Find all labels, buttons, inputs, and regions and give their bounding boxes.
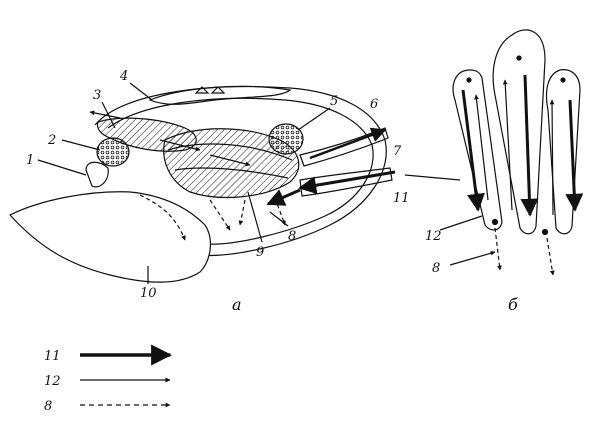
thin-arrow [209,154,251,167]
filament-middle [492,29,546,235]
filament-dot [560,77,566,83]
filament-dot [466,77,472,83]
legend-label-thick: 11 [44,349,61,364]
label-11: 11 [393,191,410,206]
panel-a-bivalve [9,82,396,284]
thin-flow-arrow [474,94,489,201]
food-path-dashed [274,197,286,226]
panel-b-gill-filaments [404,29,584,276]
label-8: 8 [288,229,296,244]
outflow-arrow [309,127,387,160]
label-1: 1 [26,153,34,168]
outflow-arrow-front [89,110,121,119]
leader-2 [61,139,101,151]
inhalant-siphon [299,167,393,197]
label-8b: 8 [432,261,440,276]
leader-5 [297,107,331,131]
dashed-flow-arrow [546,237,555,276]
label-9: 9 [256,245,264,260]
gill-line [174,167,289,179]
exhalant-siphon [299,127,389,167]
panel-a-caption: а [232,295,242,314]
food-path-dashed [209,199,231,231]
label-6: 6 [370,97,378,112]
labial-palp [85,161,109,188]
thick-flow-arrow [461,89,485,212]
gill-line [167,143,293,161]
thick-flow-arrow [565,99,584,212]
label-4: 4 [119,69,128,84]
filament-dot [491,218,499,226]
legend-label-dashed: 8 [44,399,52,414]
legend: 11 12 8 [44,344,173,414]
leader-8b [449,250,496,266]
leader-9 [247,191,263,243]
label-10: 10 [140,286,157,301]
filament-dot [541,228,549,236]
thin-arrow [159,139,201,152]
legend-label-thin: 12 [44,374,61,389]
filament-dot [516,55,522,61]
panel-b-caption: б [508,295,518,314]
label-12: 12 [425,229,442,244]
food-path-dashed [139,194,186,241]
thick-flow-arrow [520,74,539,217]
leader-8 [269,211,289,227]
label-5: 5 [330,94,338,109]
label-2: 2 [47,133,56,148]
leader-12 [439,215,483,231]
foot [9,191,212,283]
thin-flow-arrow [549,99,555,216]
hinge-tooth [194,86,210,94]
inflow-arrow [266,188,301,206]
filament-right [545,69,581,235]
hinge-tooth [210,86,226,94]
dashed-flow-arrow [494,227,502,271]
thin-flow-arrow [502,79,513,211]
food-path-dashed [238,199,246,226]
leader-1 [37,159,87,176]
label-7: 7 [393,144,402,159]
leader-4 [129,82,153,101]
gills [163,128,300,199]
inflow-arrow [298,170,396,195]
leader-3 [101,101,116,129]
label-3: 3 [93,88,101,103]
leader-11 [404,174,461,181]
